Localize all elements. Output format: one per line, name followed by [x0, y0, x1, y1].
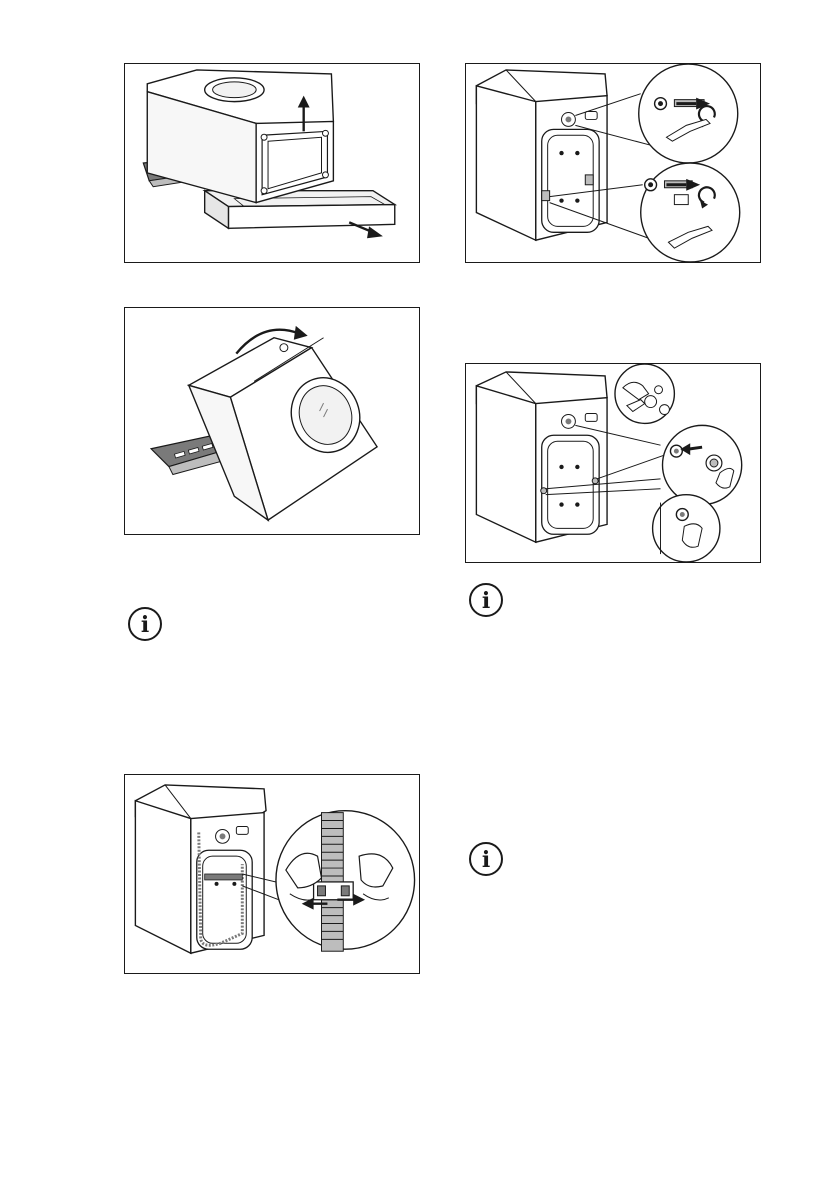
- insert-plastic-caps-illustration: [466, 364, 760, 562]
- svg-text:i: i: [482, 588, 490, 614]
- info-icon: i: [468, 582, 504, 618]
- figure-release-hose: [124, 774, 420, 974]
- figure-remove-bolts: [465, 63, 761, 263]
- hose-release-illustration: [125, 775, 419, 973]
- svg-text:i: i: [482, 847, 490, 873]
- tilt-appliance-illustration: [125, 308, 419, 534]
- figure-insert-caps: [465, 363, 761, 563]
- remove-transit-bolts-illustration: [466, 64, 760, 262]
- svg-text:i: i: [141, 612, 149, 638]
- figure-tilt-appliance: [124, 307, 420, 535]
- info-icon: i: [127, 606, 163, 642]
- figure-remove-packaging: [124, 63, 420, 263]
- packaging-removal-illustration: [125, 64, 419, 262]
- info-icon: i: [468, 841, 504, 877]
